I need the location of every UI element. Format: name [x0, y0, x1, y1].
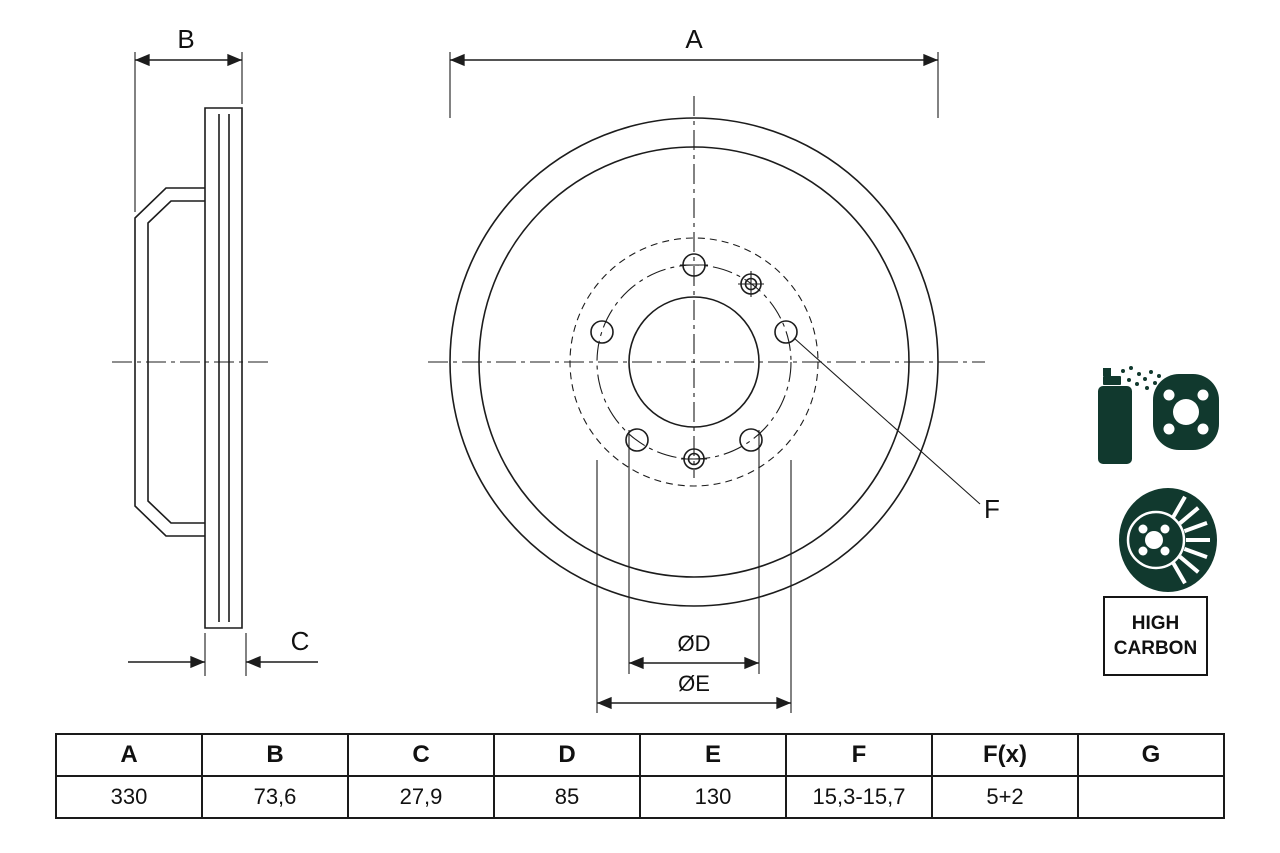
vane-stripes — [1171, 495, 1210, 585]
brake-disc-drawing: B C A — [112, 24, 1219, 713]
table-header-g: G — [1077, 733, 1225, 777]
braking-surface-inner-circle — [478, 146, 910, 578]
hole-center-ticks — [680, 264, 764, 460]
front-view — [449, 117, 939, 607]
hat-inner-profile — [147, 200, 205, 524]
dimension-e: ØE — [596, 460, 792, 713]
table-value-b: 73,6 — [201, 775, 349, 819]
center-lines — [112, 96, 985, 478]
dimension-c: C — [128, 626, 318, 676]
table-header-f: F — [785, 733, 933, 777]
friction-ring-outline — [204, 107, 243, 629]
f-leader-line — [793, 337, 981, 505]
table-header-e: E — [639, 733, 787, 777]
spray-coating-icon — [1098, 366, 1219, 464]
table-value-f: 15,3-15,7 — [785, 775, 933, 819]
dim-label-f: F — [984, 494, 1000, 524]
table-value-fx: 5+2 — [931, 775, 1079, 819]
section-view — [134, 107, 243, 629]
outer-diameter-circle — [449, 117, 939, 607]
coated-disc-icon — [1119, 488, 1217, 592]
table-value-row: 330 73,6 27,9 85 130 15,3-15,7 5+2 — [55, 775, 1225, 819]
table-header-c: C — [347, 733, 495, 777]
table-value-d: 85 — [493, 775, 641, 819]
hat-outer-profile — [134, 187, 205, 537]
dimension-a: A — [449, 24, 939, 118]
dimension-b: B — [134, 24, 243, 212]
dimension-d: ØD — [628, 430, 760, 674]
table-value-e: 130 — [639, 775, 787, 819]
dimension-table: A B C D E F F(x) G 330 73,6 27,9 85 130 … — [55, 733, 1225, 819]
high-carbon-badge: HIGH CARBON — [1103, 596, 1208, 676]
high-carbon-line2: CARBON — [1113, 638, 1198, 659]
hub-outline-circle — [569, 237, 819, 487]
table-value-g — [1077, 775, 1225, 819]
table-header-b: B — [201, 733, 349, 777]
dim-label-a: A — [685, 24, 703, 54]
table-header-a: A — [55, 733, 203, 777]
dim-label-c: C — [291, 626, 310, 656]
center-bore-circle — [628, 296, 760, 428]
high-carbon-line1: HIGH — [1131, 613, 1180, 634]
spray-dots — [1121, 366, 1161, 390]
table-header-d: D — [493, 733, 641, 777]
table-value-a: 330 — [55, 775, 203, 819]
dim-label-e: ØE — [678, 671, 710, 696]
table-value-c: 27,9 — [347, 775, 495, 819]
dim-label-b: B — [177, 24, 194, 54]
table-header-row: A B C D E F F(x) G — [55, 733, 1225, 777]
table-header-fx: F(x) — [931, 733, 1079, 777]
dimension-f: F — [793, 337, 1000, 524]
dim-label-d: ØD — [678, 631, 711, 656]
